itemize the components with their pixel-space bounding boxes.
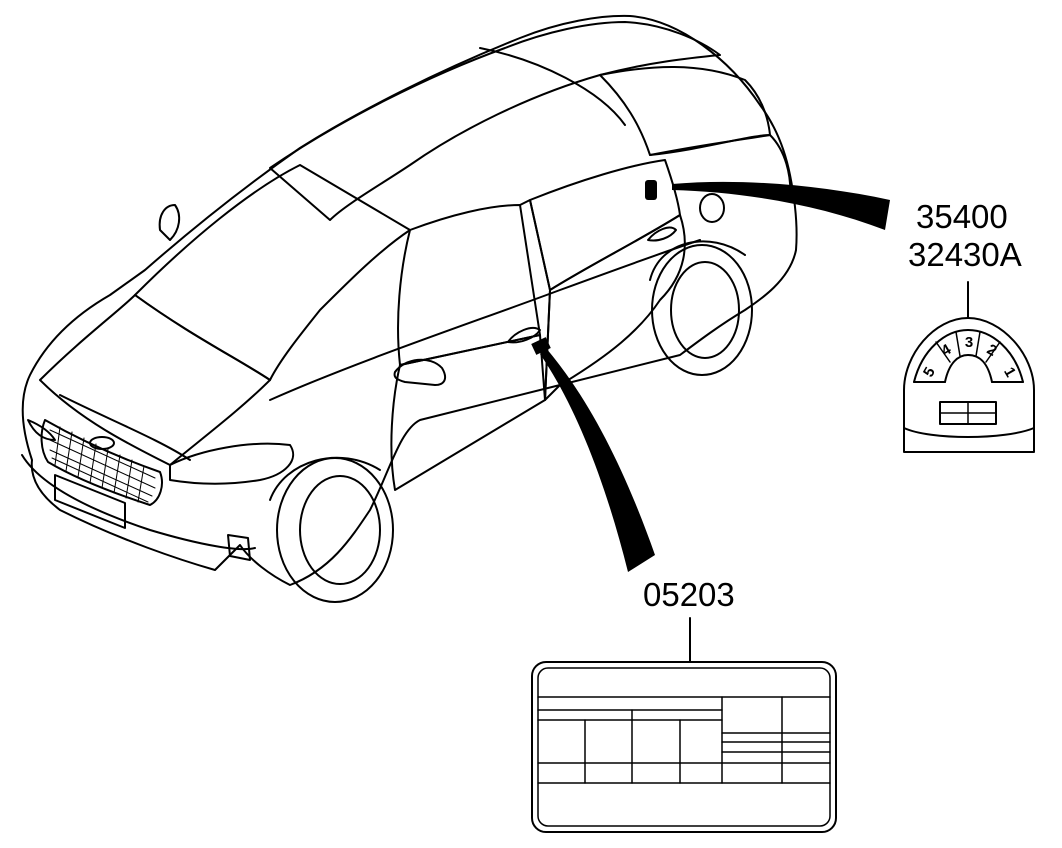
car-logo	[89, 436, 115, 450]
tire-label-outer	[531, 661, 837, 833]
fuel-scale-number: 5	[920, 364, 939, 380]
tire-label-part-number: 05203	[643, 576, 735, 613]
tire-label-table	[537, 696, 831, 784]
car-headlight-left	[27, 419, 56, 441]
car-front-door	[390, 334, 546, 491]
car-fog-light	[227, 534, 251, 561]
tire-label-marker	[531, 337, 551, 355]
fuel-label-scale-numbers: 5 4 3 2 1	[920, 334, 1019, 380]
car-rear-wheel	[649, 240, 753, 376]
car-front-bumper	[21, 454, 256, 551]
car-fuel-door	[699, 193, 725, 223]
car-hood-crease	[59, 394, 191, 461]
car-front-door-handle	[507, 326, 541, 344]
car-hood	[39, 294, 271, 466]
fuel-label-scale-arc	[913, 329, 1024, 383]
fuel-scale-number: 4	[938, 341, 954, 360]
car-side-crease	[269, 239, 701, 401]
car-roof-line	[479, 47, 626, 126]
car-antenna	[158, 204, 181, 241]
car-license-plate	[54, 474, 126, 529]
fuel-scale-number: 2	[984, 341, 1000, 360]
car-grille-mesh	[49, 426, 156, 503]
car-rear-window	[599, 66, 771, 156]
tire-label-inner	[537, 667, 831, 827]
tire-label-leader	[540, 348, 655, 572]
fuel-label-bottom	[903, 427, 1035, 438]
car-roof	[269, 21, 721, 221]
car-headlight	[169, 442, 295, 485]
fuel-gauge-label	[903, 317, 1035, 453]
car-windshield	[134, 164, 411, 381]
fuel-scale-number: 1	[1000, 364, 1019, 380]
fuel-label-tick-lines	[935, 331, 1001, 363]
car-side-mirror	[393, 358, 447, 386]
car-front-wheel	[269, 456, 394, 603]
fuel-label-leader	[672, 181, 890, 230]
tire-pressure-label	[531, 661, 837, 833]
car-grille	[40, 419, 163, 506]
car-rear-door-handle	[647, 226, 677, 242]
fuel-label-shape	[903, 317, 1035, 453]
fuel-label-marker	[645, 180, 657, 200]
fuel-label-part-number-2: 32430A	[908, 236, 1022, 273]
car-trunk-line	[649, 134, 792, 201]
fuel-label-inner-arc	[944, 354, 993, 383]
car-rear-door	[544, 214, 686, 401]
fuel-label-part-number-1: 35400	[916, 198, 1008, 235]
fuel-scale-number: 3	[965, 334, 973, 351]
car-illustration	[21, 14, 798, 603]
car-rear-side-window	[529, 159, 681, 291]
